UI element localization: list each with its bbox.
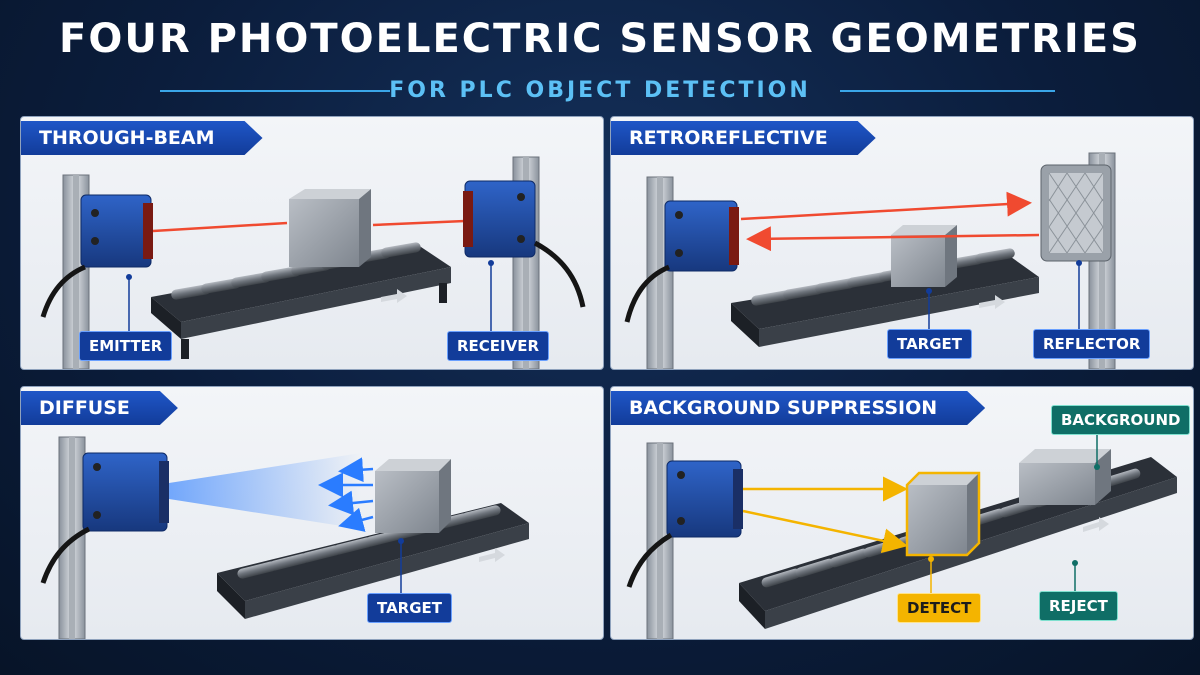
- sensor-icon: [624, 200, 739, 323]
- subtitle-row: FOR PLC OBJECT DETECTION: [0, 76, 1200, 106]
- sensor-icon: [40, 452, 169, 584]
- subtitle-divider-right: [840, 90, 1055, 92]
- light-beam: [372, 219, 466, 227]
- target-label: TARGET: [887, 329, 973, 359]
- receiver-sensor-icon: [463, 180, 586, 308]
- light-beam: [746, 226, 1040, 252]
- target-box-icon: [289, 189, 371, 267]
- light-beam: [742, 509, 908, 554]
- detect-box-icon: [905, 471, 981, 557]
- panel-title-diffuse: DIFFUSE: [21, 391, 178, 425]
- reflector-label: REFLECTOR: [1033, 329, 1151, 359]
- conveyor-icon: [217, 503, 529, 619]
- reflector-icon: [1040, 164, 1112, 262]
- receiver-label: RECEIVER: [447, 331, 550, 361]
- background-box-icon: [1019, 449, 1111, 505]
- panel-background-suppression: BACKGROUND SUPPRESSION BACKGROUND DETECT…: [610, 386, 1194, 640]
- retroreflective-illustration: [624, 152, 1116, 369]
- emitter-sensor-icon: [40, 194, 153, 318]
- reject-label: REJECT: [1039, 591, 1118, 621]
- panel-title-background-suppression: BACKGROUND SUPPRESSION: [611, 391, 985, 425]
- target-box-icon: [891, 225, 957, 287]
- background-suppression-illustration: [626, 433, 1177, 639]
- light-beam: [152, 221, 288, 233]
- sensor-icon: [626, 460, 743, 588]
- panel-through-beam: THROUGH-BEAM EMITTER RECEIVER: [20, 116, 604, 370]
- subtitle-divider-left: [160, 90, 390, 92]
- diffuse-illustration: [40, 436, 529, 639]
- conveyor-icon: [731, 248, 1039, 347]
- target-box-icon: [375, 459, 451, 533]
- panel-title-through-beam: THROUGH-BEAM: [21, 121, 263, 155]
- target-label: TARGET: [367, 593, 453, 623]
- light-beam: [740, 191, 1032, 221]
- page-title: FOUR PHOTOELECTRIC SENSOR GEOMETRIES: [59, 16, 1141, 62]
- detect-label: DETECT: [897, 593, 982, 623]
- panel-diffuse: DIFFUSE TARGET: [20, 386, 604, 640]
- background-label: BACKGROUND: [1051, 405, 1191, 435]
- conveyor-icon: [151, 242, 451, 359]
- page-subtitle: FOR PLC OBJECT DETECTION: [389, 78, 811, 103]
- panel-title-retroreflective: RETROREFLECTIVE: [611, 121, 876, 155]
- emitter-label: EMITTER: [79, 331, 173, 361]
- through-beam-illustration: [40, 156, 586, 369]
- panel-retroreflective: RETROREFLECTIVE TARGET REFLECTOR: [610, 116, 1194, 370]
- light-beam: [169, 453, 361, 529]
